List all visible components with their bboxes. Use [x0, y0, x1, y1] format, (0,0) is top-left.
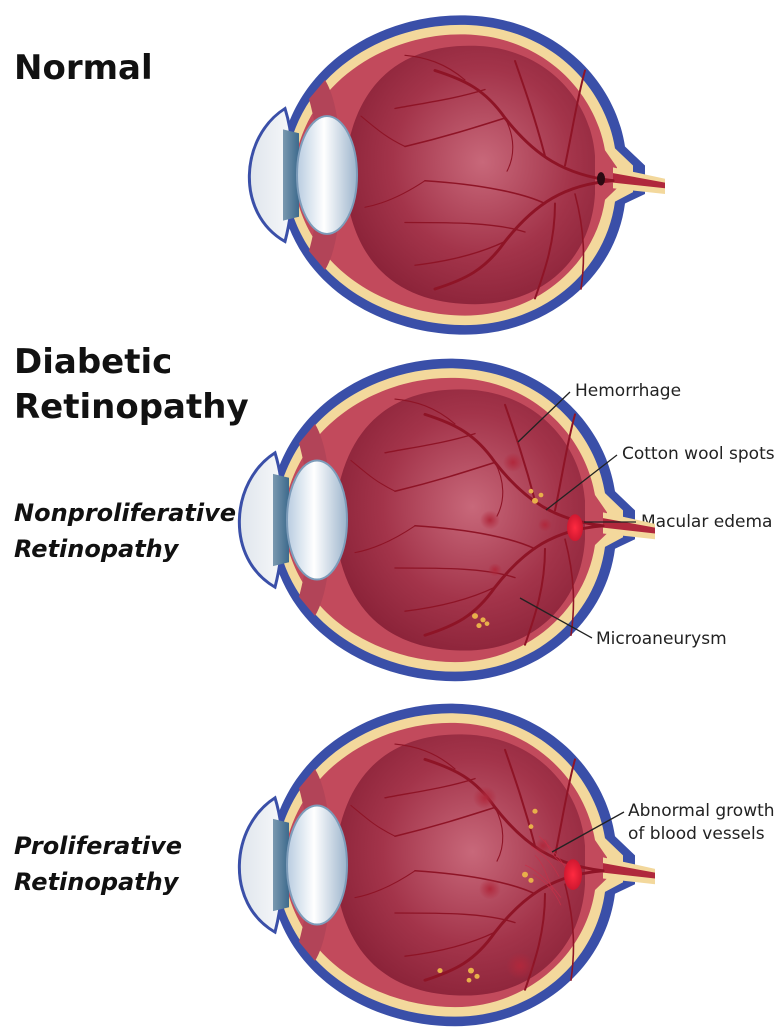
- eye-nonproliferative: [239, 359, 655, 682]
- eye-normal: [249, 15, 665, 334]
- eye-proliferative: [239, 704, 655, 1027]
